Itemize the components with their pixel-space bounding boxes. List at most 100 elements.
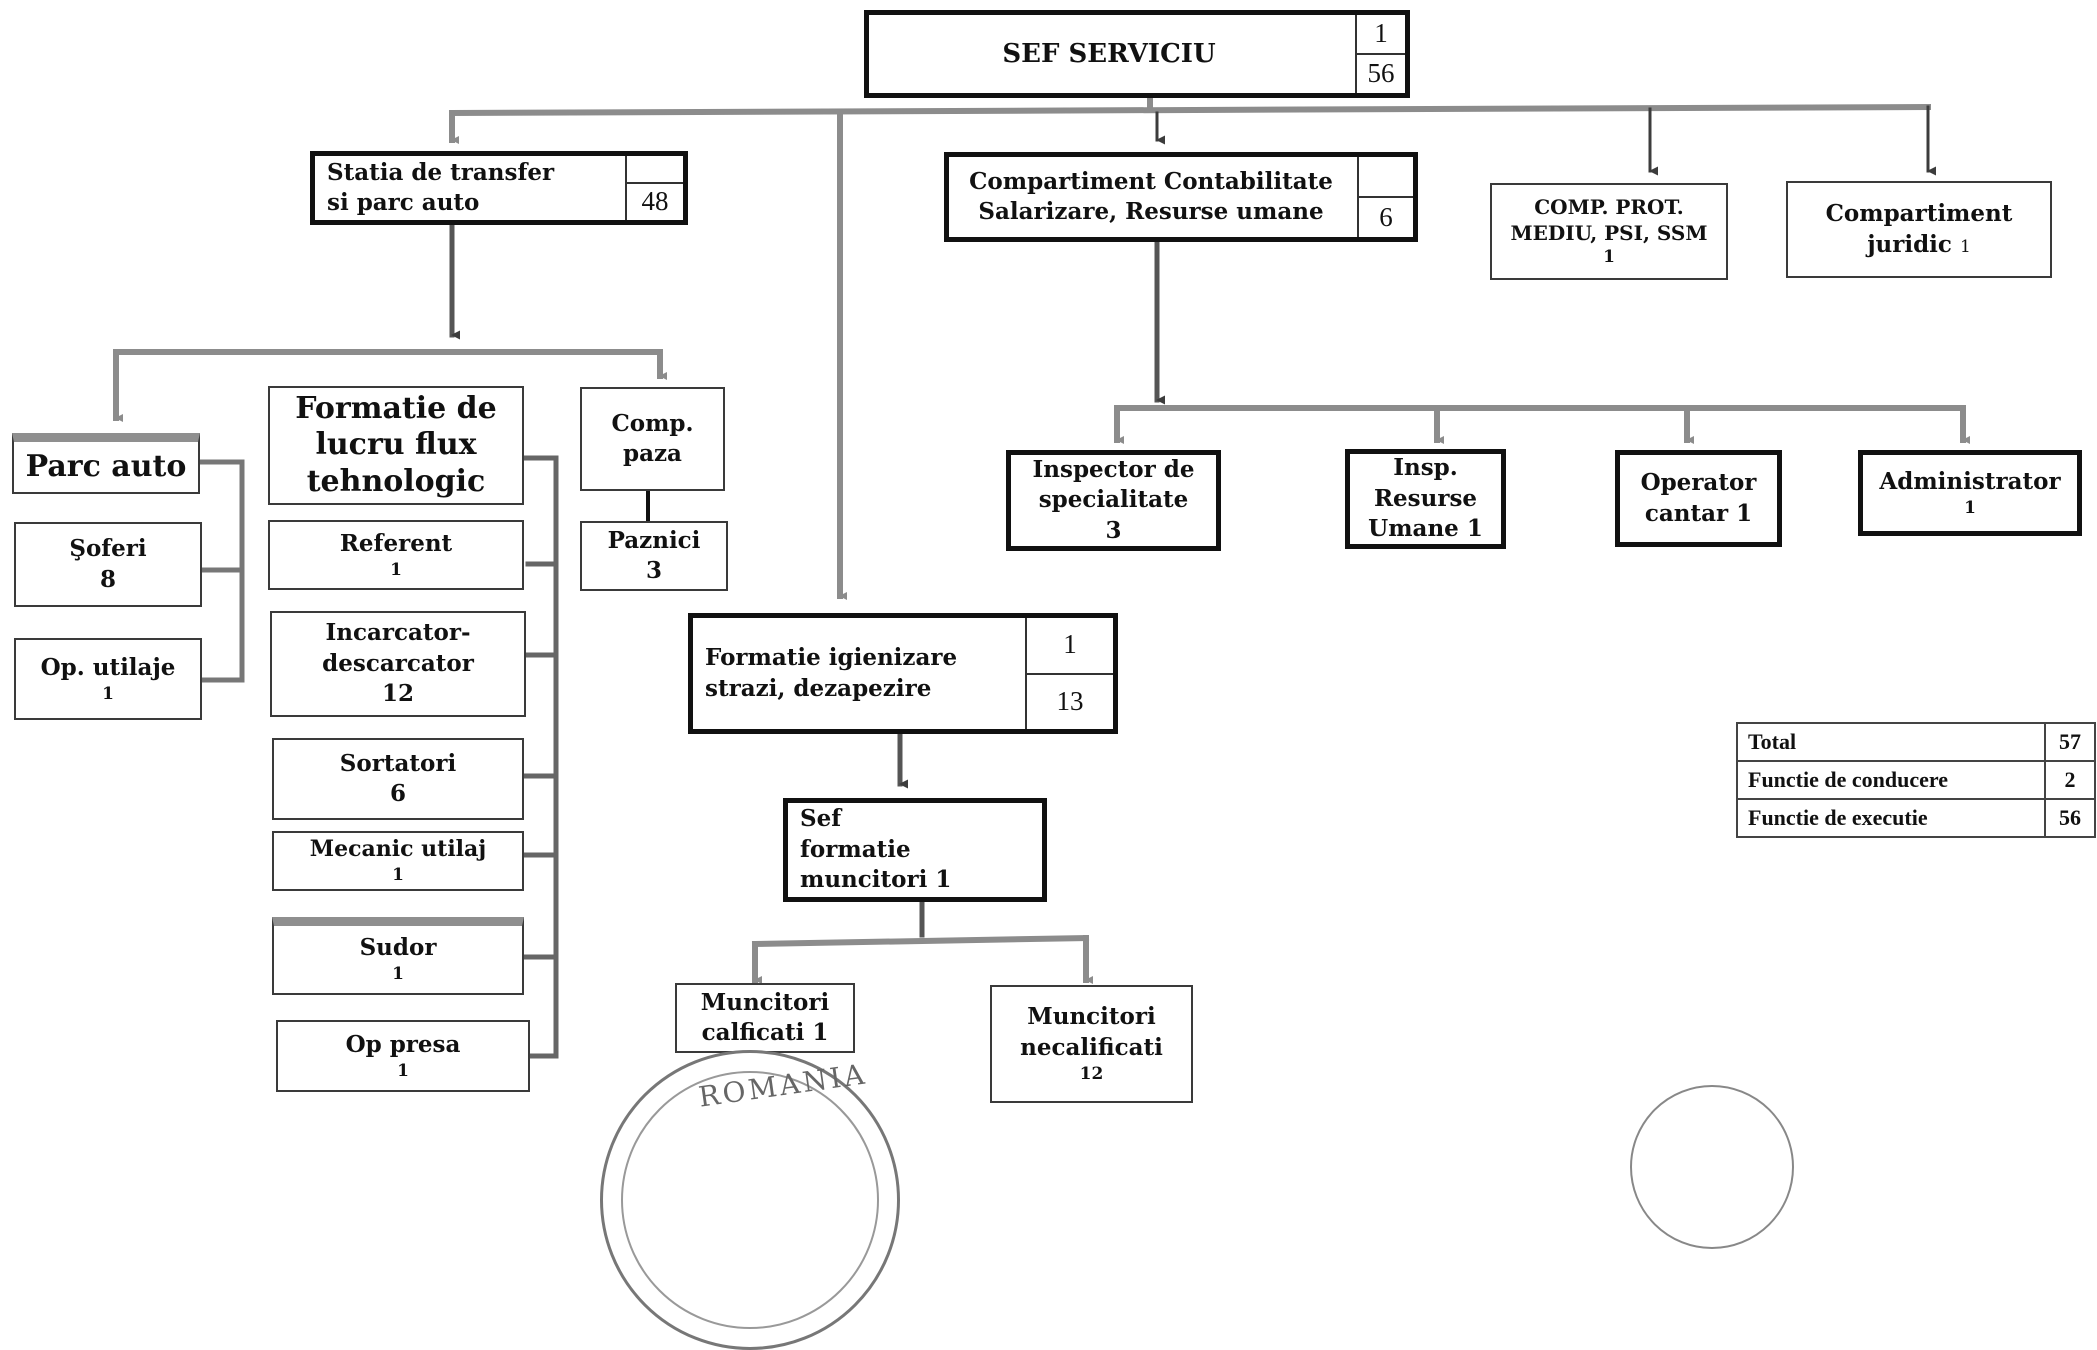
incarcator-line1: Incarcator- — [325, 619, 471, 647]
parc-auto-box: Parc auto — [12, 433, 200, 494]
muncitori-calificati-box: Muncitori calficati 1 — [675, 983, 855, 1053]
soferi-count: 8 — [99, 565, 116, 593]
soferi-box: Şoferi 8 — [14, 522, 202, 607]
comp-paza-line1: Comp. — [611, 409, 694, 437]
parc-auto-label: Parc auto — [25, 449, 187, 485]
summary-label: Functie de executie — [1736, 798, 2046, 838]
table-row: Functie de executie 56 — [1736, 798, 2096, 838]
referent-label: Referent — [339, 529, 453, 557]
sef-serviciu-count-bottom: 56 — [1357, 53, 1405, 93]
statia-transfer-line2: si parc auto — [327, 189, 480, 216]
summary-value: 56 — [2044, 798, 2096, 838]
operator-cantar-line2: cantar 1 — [1644, 499, 1753, 527]
summary-label: Total — [1736, 722, 2046, 762]
muncitori-necalificati-count: 12 — [1079, 1064, 1104, 1085]
op-presa-box: Op presa 1 — [276, 1020, 530, 1092]
formatie-igienizare-counts: 1 13 — [1025, 618, 1113, 729]
paznici-box: Paznici 3 — [580, 521, 728, 591]
table-row: Functie de conducere 2 — [1736, 760, 2096, 800]
inspector-count: 3 — [1105, 516, 1122, 544]
referent-count: 1 — [390, 559, 402, 580]
op-presa-label: Op presa — [345, 1030, 461, 1058]
contabilitate-count-bottom: 6 — [1359, 196, 1413, 237]
sudor-box: Sudor 1 — [272, 917, 524, 995]
official-stamp: ROMANIA — [600, 1050, 900, 1350]
sef-serviciu-box: SEF SERVICIU 1 56 — [864, 10, 1410, 98]
sef-serviciu-title: SEF SERVICIU — [1002, 38, 1216, 69]
insp-resurse-umane-box: Insp. Resurse Umane 1 — [1345, 449, 1506, 549]
inspector-specialitate-box: Inspector de specialitate 3 — [1006, 450, 1221, 551]
mecanic-utilaj-box: Mecanic utilaj 1 — [272, 831, 524, 891]
connector-lines — [113, 94, 1970, 1059]
contabilitate-line1: Compartiment Contabilitate — [969, 167, 1333, 195]
muncitori-necalificati-line2: necalificati — [1020, 1033, 1163, 1061]
incarcator-box: Incarcator- descarcator 12 — [270, 611, 526, 717]
formatie-lucru-line2: lucru flux — [315, 427, 477, 463]
summary-label: Functie de conducere — [1736, 760, 2046, 800]
sef-serviciu-counts: 1 56 — [1355, 15, 1405, 93]
formatie-igienizare-count-top: 1 — [1063, 629, 1077, 660]
statia-transfer-counts: 48 — [625, 156, 683, 220]
soferi-label: Şoferi — [69, 535, 147, 563]
operator-cantar-line1: Operator — [1640, 469, 1757, 497]
comp-paza-line2: paza — [623, 440, 682, 467]
table-row: Total 57 — [1736, 722, 2096, 762]
sef-formatie-line1: Sef — [800, 805, 842, 833]
contabilitate-line2: Salarizare, Resurse umane — [978, 198, 1324, 225]
contabilitate-counts: 6 — [1357, 157, 1413, 237]
op-utilaje-box: Op. utilaje 1 — [14, 638, 202, 720]
muncitori-necalificati-line1: Muncitori — [1027, 1003, 1156, 1031]
formatie-lucru-line1: Formatie de — [295, 390, 497, 426]
muncitori-calificati-line2: calficati 1 — [701, 1019, 829, 1046]
juridic-line2-wrap: juridic 1 — [1867, 230, 1971, 260]
paznici-label: Paznici — [607, 526, 701, 554]
administrator-count: 1 — [1964, 497, 1976, 518]
staff-summary-table: Total 57 Functie de conducere 2 Functie … — [1736, 722, 2096, 838]
administrator-label: Administrator — [1879, 467, 2061, 495]
op-utilaje-count: 1 — [102, 683, 114, 704]
insp-resurse-line2: Resurse — [1373, 484, 1478, 512]
referent-box: Referent 1 — [268, 520, 524, 590]
op-presa-count: 1 — [397, 1060, 409, 1081]
op-utilaje-label: Op. utilaje — [40, 653, 176, 681]
muncitori-calificati-line1: Muncitori — [700, 988, 830, 1016]
sef-formatie-line2: formatie — [800, 835, 911, 863]
inspector-line1: Inspector de — [1032, 455, 1195, 483]
formatie-lucru-box: Formatie de lucru flux tehnologic — [268, 386, 524, 505]
summary-value: 2 — [2044, 760, 2096, 800]
formatie-igienizare-line1: Formatie igienizare — [705, 644, 958, 672]
summary-value: 57 — [2044, 722, 2096, 762]
contabilitate-box: Compartiment Contabilitate Salarizare, R… — [944, 152, 1418, 242]
juridic-line1: Compartiment — [1825, 200, 2013, 228]
formatie-igienizare-line2: strazi, dezapezire — [705, 674, 932, 702]
insp-resurse-line1: Insp. — [1393, 454, 1458, 482]
mecanic-utilaj-label: Mecanic utilaj — [309, 836, 487, 863]
insp-resurse-line3: Umane 1 — [1368, 515, 1483, 543]
official-stamp-inner-ring — [621, 1071, 879, 1329]
statia-transfer-box: Statia de transfer si parc auto 48 — [310, 151, 688, 225]
incarcator-count: 12 — [381, 680, 414, 708]
juridic-box: Compartiment juridic 1 — [1786, 181, 2052, 278]
comp-paza-box: Comp. paza — [580, 387, 725, 491]
sef-serviciu-count-top: 1 — [1374, 18, 1388, 49]
sortatori-box: Sortatori 6 — [272, 738, 524, 820]
formatie-igienizare-box: Formatie igienizare strazi, dezapezire 1… — [688, 613, 1118, 734]
sudor-label: Sudor — [359, 934, 437, 962]
mecanic-utilaj-count: 1 — [392, 865, 404, 886]
statia-transfer-count-top — [627, 156, 683, 182]
sortatori-count: 6 — [389, 780, 406, 807]
official-stamp-secondary — [1630, 1085, 1794, 1249]
sef-formatie-line3: muncitori 1 — [800, 866, 952, 894]
operator-cantar-box: Operator cantar 1 — [1615, 450, 1782, 547]
paznici-count: 3 — [645, 557, 662, 584]
comp-prot-count: 1 — [1603, 247, 1615, 268]
muncitori-necalificati-box: Muncitori necalificati 12 — [990, 985, 1193, 1103]
contabilitate-count-top — [1359, 157, 1413, 196]
juridic-line2: juridic — [1867, 230, 1952, 258]
statia-transfer-line1: Statia de transfer — [327, 158, 555, 186]
comp-prot-line1: COMP. PROT. — [1534, 195, 1684, 220]
inspector-line2: specialitate — [1038, 486, 1189, 514]
sortatori-label: Sortatori — [339, 749, 457, 777]
sef-formatie-box: Sef formatie muncitori 1 — [783, 798, 1047, 902]
incarcator-line2: descarcator — [322, 649, 474, 677]
